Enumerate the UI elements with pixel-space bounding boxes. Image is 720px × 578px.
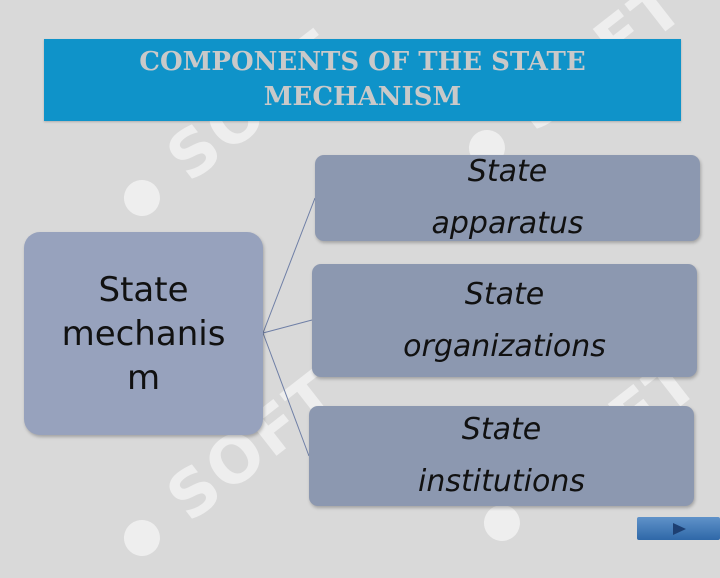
connector-line: [262, 197, 316, 334]
connector-line: [262, 319, 313, 334]
child-node-label: State apparatus: [431, 154, 584, 241]
play-arrow-icon: [672, 522, 686, 535]
connector-line: [262, 332, 310, 457]
root-node: State mechanis m: [24, 232, 263, 435]
next-slide-button[interactable]: [637, 517, 720, 540]
page-title: COMPONENTS OF THE STATE MECHANISM: [139, 47, 586, 112]
child-node-institutions: State institutions: [309, 406, 694, 506]
child-node-label: State organizations: [403, 276, 606, 364]
root-node-label: State mechanis m: [61, 269, 226, 398]
title-banner: COMPONENTS OF THE STATE MECHANISM: [44, 39, 681, 121]
child-node-apparatus: State apparatus: [315, 154, 700, 241]
child-node-label: State institutions: [418, 412, 585, 499]
child-node-organizations: State organizations: [312, 264, 697, 377]
